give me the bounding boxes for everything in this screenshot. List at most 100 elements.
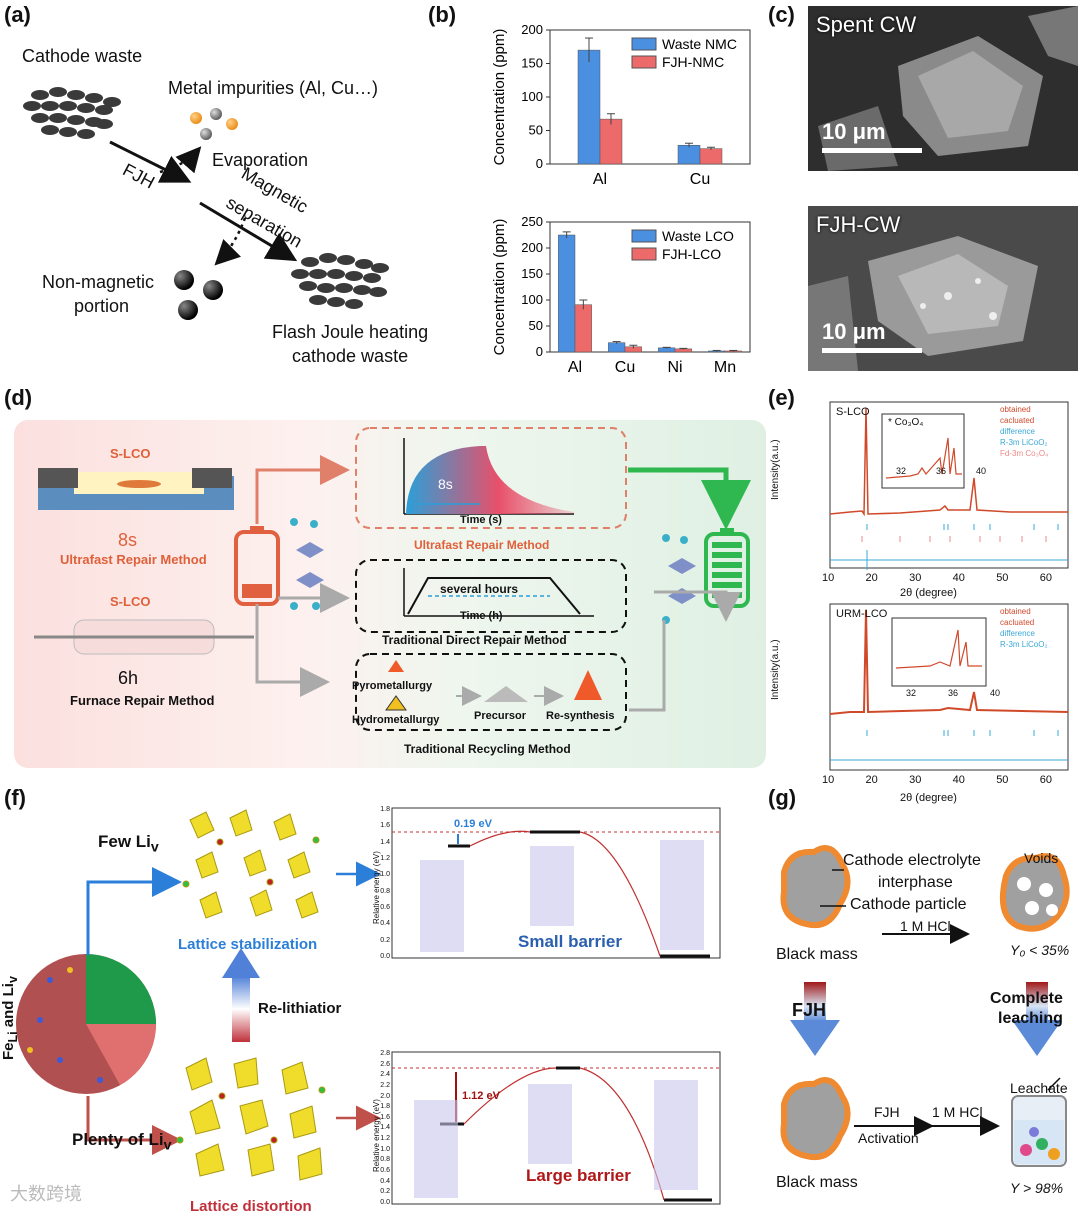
energy-ytick: 2.6: [380, 1060, 390, 1068]
energy-ytick: 1.6: [380, 822, 390, 830]
xtick: 20: [865, 572, 878, 584]
precursor-label: Precursor: [474, 710, 526, 722]
feli-text: Fe: [0, 1042, 17, 1060]
ultrafast-box: [355, 427, 627, 529]
xrd-bottom-title: URM-LCO: [836, 608, 888, 620]
ytick-label: 50: [529, 123, 543, 138]
xrd-top-xlabel: 2θ (degree): [900, 587, 957, 599]
small-barrier-label: Small barrier: [518, 932, 622, 951]
few-liv-sub: v: [150, 839, 159, 856]
y-axis-label: Concentration (ppm): [491, 219, 508, 356]
energy-ytick: 2.4: [380, 1071, 390, 1079]
furnace-method-label: Furnace Repair Method: [70, 693, 215, 708]
non-magnetic-balls: [174, 270, 223, 320]
xtick: 10: [822, 774, 835, 786]
energy-ytick: 2.2: [380, 1081, 390, 1089]
flash-cathode-cluster: [291, 253, 389, 309]
feli-and: and Li: [0, 983, 17, 1032]
cathode-particle-label: Cathode particle: [850, 896, 967, 913]
inset-tick: 40: [975, 466, 986, 476]
energy-ytick: 1.8: [380, 1103, 390, 1111]
lattice-distortion-label: Lattice distortion: [190, 1198, 312, 1215]
xtick: 10: [822, 572, 835, 584]
xrd-top-title: S-LCO: [836, 406, 870, 418]
box1-time-label: 8s: [438, 476, 453, 492]
energy-ytick: 0.2: [380, 1188, 390, 1196]
flash-label-1: Flash Joule heating: [272, 322, 429, 342]
leachate-label: Leachate: [1010, 1080, 1068, 1096]
legend-swatch: [631, 55, 657, 69]
xrd-top-legend: obtained cacluated difference R-3m LiCoO…: [1000, 404, 1048, 459]
energy-plot-top: [391, 807, 721, 959]
bar: [699, 148, 723, 165]
box3-title: Traditional Recycling Method: [404, 742, 571, 756]
hydrometallurgy-label: Hydrometallurgy: [352, 714, 440, 726]
voids-label: Voids: [1024, 850, 1059, 866]
category-label: Cu: [615, 359, 635, 376]
xrd-legend-difference-2: difference: [1000, 629, 1035, 638]
y0-label: Y₀ < 35%: [1010, 942, 1070, 958]
nonmagnetic-arrow: [214, 217, 247, 266]
xtick: 40: [952, 572, 965, 584]
relithiation-arrow: [232, 976, 250, 1042]
sem-fjh-scalebar: [822, 348, 922, 353]
xrd-bottom-ylabel-text: Intensity(a.u.): [770, 639, 781, 700]
box2-hours-label: several hours: [440, 582, 519, 596]
fjh-activation-fjh: FJH: [874, 1104, 900, 1120]
energy-ytick: 1.0: [380, 871, 390, 879]
xtick: 60: [1039, 572, 1052, 584]
few-liv-label: Few Liv: [98, 832, 159, 855]
ytick-label: 100: [521, 89, 543, 104]
xrd-bottom-plot: [829, 603, 1069, 771]
xrd-inset-label: * Co₃O₄: [888, 417, 924, 428]
xrd-legend-calculated: cacluated: [1000, 416, 1035, 425]
y-label: Y > 98%: [1010, 1180, 1064, 1196]
activation-label: Activation: [858, 1130, 919, 1146]
bar: [608, 342, 626, 353]
particle-sphere: [16, 954, 156, 1094]
black-mass-label-2: Black mass: [776, 1174, 858, 1191]
ytick-label: 100: [521, 292, 543, 307]
xrd-legend-lico-2: R-3m LiCoO₂: [1000, 640, 1048, 649]
direct-repair-box: [355, 559, 627, 633]
xtick: 50: [996, 572, 1009, 584]
energy-ytick: 2.8: [380, 1050, 390, 1057]
panel-f-schematic: [16, 807, 721, 1205]
category-label: Mn: [714, 359, 736, 376]
energy-ytick: 1.2: [380, 1135, 390, 1143]
sem-spent-scale: 10 μm: [822, 119, 886, 144]
xrd-top-ylabel-text: Intensity(a.u.): [770, 439, 781, 500]
xrd-bottom-xlabel: 2θ (degree): [900, 792, 957, 804]
feli-liv-sub: v: [6, 976, 20, 984]
category-label: Al: [593, 171, 607, 188]
xtick: 60: [1039, 774, 1052, 786]
sem-spent-scalebar: [822, 148, 922, 153]
ytick-label: 0: [536, 344, 543, 359]
resynthesis-label: Re-synthesis: [546, 710, 615, 722]
energy-ytick: 1.4: [380, 1124, 390, 1132]
xtick: 30: [909, 774, 922, 786]
lattice-stabilization-label: Lattice stabilization: [178, 936, 318, 953]
hcl-label: 1 M HCl: [900, 918, 951, 934]
xrd-legend-lico: R-3m LiCoO₂: [1000, 438, 1048, 447]
ytick-label: 200: [521, 240, 543, 255]
feli-liv-label: FeLi and Liv: [0, 976, 20, 1060]
bar: [677, 144, 701, 165]
bar: [658, 347, 676, 353]
black-mass-particle-2: [780, 1077, 851, 1160]
legend-label: FJH-LCO: [662, 246, 721, 262]
furnace-time: 6h: [118, 668, 139, 688]
energy-ytick: 0.6: [380, 903, 390, 911]
inset-tick: 40: [989, 688, 1000, 698]
xtick: 20: [865, 774, 878, 786]
panel-label-e: (e): [768, 385, 795, 410]
box2-title: Traditional Direct Repair Method: [382, 633, 567, 647]
legend-label: Waste LCO: [662, 228, 734, 244]
legend-swatch: [631, 229, 657, 243]
leachate-beaker: [1011, 1077, 1067, 1167]
energy-ytick: 0.2: [380, 936, 390, 944]
black-mass-label: Black mass: [776, 946, 858, 963]
